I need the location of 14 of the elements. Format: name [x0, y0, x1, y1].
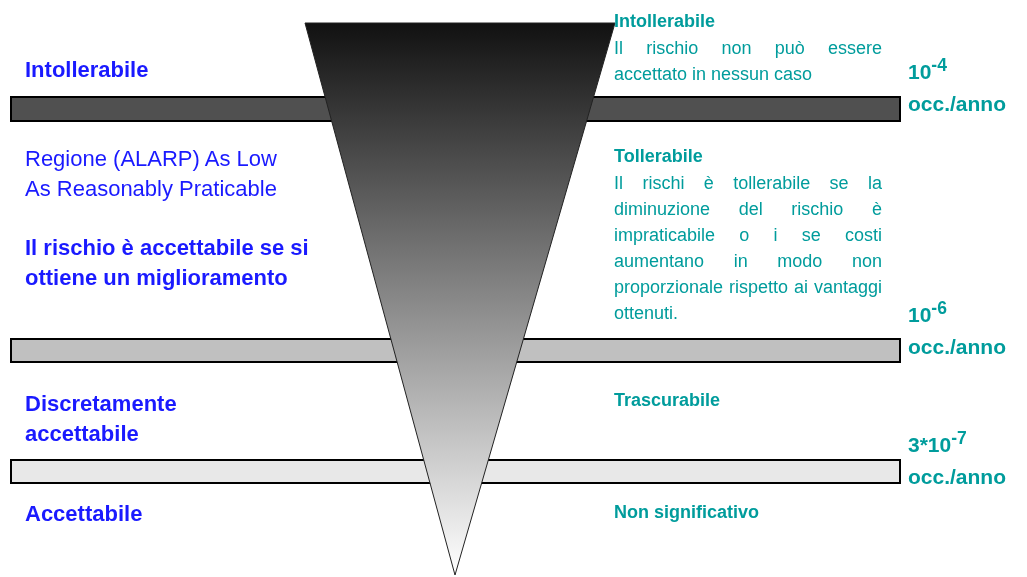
level-label: Discretamente accettabile	[25, 390, 178, 449]
frequency-label: 10$^{-4}$ occ./anno	[908, 54, 1008, 117]
frequency-label: 3*10$^{-7}$ occ./anno	[908, 427, 1008, 490]
region-label: Regione (ALARP) As Low As Reasonably Praticable	[25, 145, 278, 204]
level-label: Intollerabile	[25, 56, 150, 84]
zone-description: Il rischi è tollerabile se la diminuzione del rischio è impraticabile o i se costi aumentano in modo non proporzionale rispetto ai vantaggi ottenuti.	[614, 172, 882, 326]
zone-heading: Trascurabile	[614, 389, 722, 412]
zone-heading: Non significativo	[614, 501, 760, 524]
zone-heading: Intollerabile	[614, 10, 717, 33]
region-note: Il rischio è accettabile se si ottiene un miglioramento	[25, 234, 310, 293]
frequency-label: 10$^{-6}$ occ./anno	[908, 297, 1008, 360]
zone-heading: Tollerabile	[614, 145, 704, 168]
level-label: Accettabile	[25, 500, 144, 528]
zone-description: Il rischio non può essere accettato in nessun caso	[614, 37, 882, 87]
